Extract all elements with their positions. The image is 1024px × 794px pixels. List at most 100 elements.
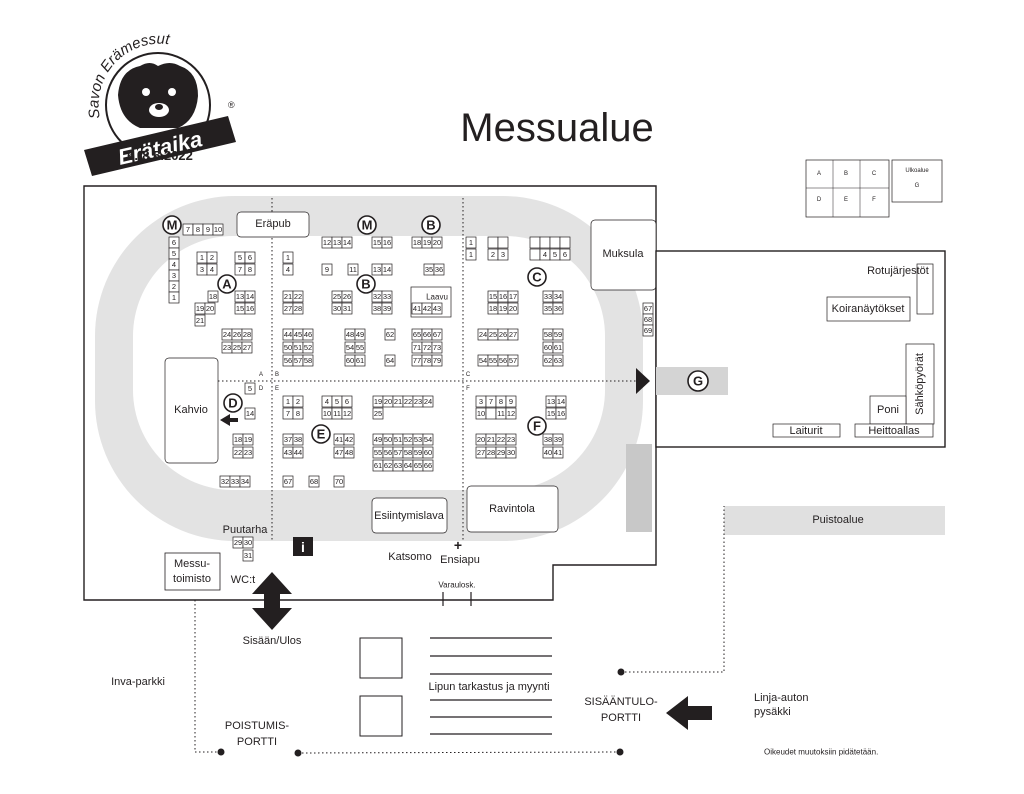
booth-number: 49 [356, 330, 364, 339]
booth [422, 395, 434, 408]
booth [507, 302, 519, 315]
bear-icon [118, 63, 198, 128]
booth-number: 20 [509, 304, 517, 313]
booth-number: 53 [414, 435, 422, 444]
booth [302, 328, 314, 341]
booth-number: 7 [286, 409, 290, 418]
booth-number: 30 [333, 304, 341, 313]
booth-number: 2 [491, 250, 495, 259]
booth [341, 407, 353, 420]
booth [354, 341, 366, 354]
sahkopyorat-label: Sähköpyörät [914, 353, 926, 415]
puistoalue-area [724, 506, 945, 535]
grid-legend-minimap: A B C D E F Ulkoalue G [805, 159, 943, 218]
booth-number: 58 [404, 448, 412, 457]
booth [507, 328, 519, 341]
entrance-double-arrow-icon [252, 572, 292, 630]
booth-number: 5 [238, 253, 242, 262]
booth-number: 50 [384, 435, 392, 444]
booth-number: 23 [223, 343, 231, 352]
booth [292, 290, 304, 303]
booth-number: 18 [489, 304, 497, 313]
zone-b2-letter: B [361, 277, 370, 292]
booth-number: 60 [544, 343, 552, 352]
booth [552, 328, 564, 341]
booth [244, 263, 256, 276]
booth-number: 24 [223, 330, 231, 339]
booth-number: 46 [304, 330, 312, 339]
booth-number: 27 [477, 448, 485, 457]
booth-number: 5 [553, 250, 557, 259]
booth-number: 1 [172, 293, 176, 302]
booth-number: 62 [386, 330, 394, 339]
booth [497, 248, 509, 261]
booth-number: 22 [497, 435, 505, 444]
booth [302, 354, 314, 367]
booth [505, 395, 517, 408]
booth-number: 57 [394, 448, 402, 457]
zone-marker-c: C [527, 267, 547, 287]
sisaantuloportti-label-1: SISÄÄNTULO- [584, 696, 658, 708]
zone-marker-d: D [223, 393, 243, 413]
booth-number: 19 [423, 238, 431, 247]
booth [292, 446, 304, 459]
booth [168, 291, 180, 304]
booth-number: 23 [507, 435, 515, 444]
booth-number: 48 [345, 448, 353, 457]
booth-number: 59 [414, 448, 422, 457]
booth-number: 10 [214, 225, 222, 234]
booth [465, 236, 477, 249]
booth-number: 61 [554, 343, 562, 352]
booth-number: 13 [373, 265, 381, 274]
booth-number: 14 [343, 238, 351, 247]
booth-number: 17 [509, 292, 517, 301]
booth [242, 433, 254, 446]
booth-number: 3 [501, 250, 505, 259]
booth [559, 236, 571, 249]
booth [292, 407, 304, 420]
booth-number: 15 [547, 409, 555, 418]
booth-number: 29 [497, 448, 505, 457]
disclaimer: Oikeudet muutoksiin pidätetään. [764, 748, 878, 757]
booth [487, 236, 499, 249]
booth [242, 549, 254, 562]
booth [431, 341, 443, 354]
booth-number: 79 [433, 356, 441, 365]
booth [206, 263, 218, 276]
booth-number: 38 [294, 435, 302, 444]
booth-number: 9 [509, 397, 513, 406]
booth-number: 18 [413, 238, 421, 247]
booth-number: 63 [394, 461, 402, 470]
booth [505, 407, 517, 420]
booth-number: 43 [433, 304, 441, 313]
booth-number: 4 [286, 265, 290, 274]
booth-number: 27 [509, 330, 517, 339]
booth [282, 251, 294, 264]
booth-number: 35 [544, 304, 552, 313]
booth-number: 25 [333, 292, 341, 301]
booth-number: 42 [345, 435, 353, 444]
zone-a-letter: A [222, 277, 232, 292]
booth-number: 13 [547, 397, 555, 406]
booth-number: 55 [356, 343, 364, 352]
info-icon-letter: i [301, 539, 305, 555]
booth-number: 39 [383, 304, 391, 313]
booth-number: 18 [234, 435, 242, 444]
booth [549, 236, 561, 249]
booth-number: 14 [383, 265, 391, 274]
lipun-tarkastus-label: Lipun tarkastus ja myynti [428, 681, 549, 693]
booth [244, 251, 256, 264]
booth-number: 28 [243, 330, 251, 339]
booth [244, 302, 256, 315]
booth-number: 31 [244, 551, 252, 560]
booth-number: 78 [423, 356, 431, 365]
booth-number: 41 [413, 304, 421, 313]
booth-number: 26 [499, 330, 507, 339]
booth [555, 407, 567, 420]
booth-number: 6 [563, 250, 567, 259]
booth-number: 21 [394, 397, 402, 406]
booth [497, 236, 509, 249]
inva-parkki-label: Inva-parkki [111, 676, 165, 688]
puistoalue-label: Puistoalue [812, 514, 863, 526]
